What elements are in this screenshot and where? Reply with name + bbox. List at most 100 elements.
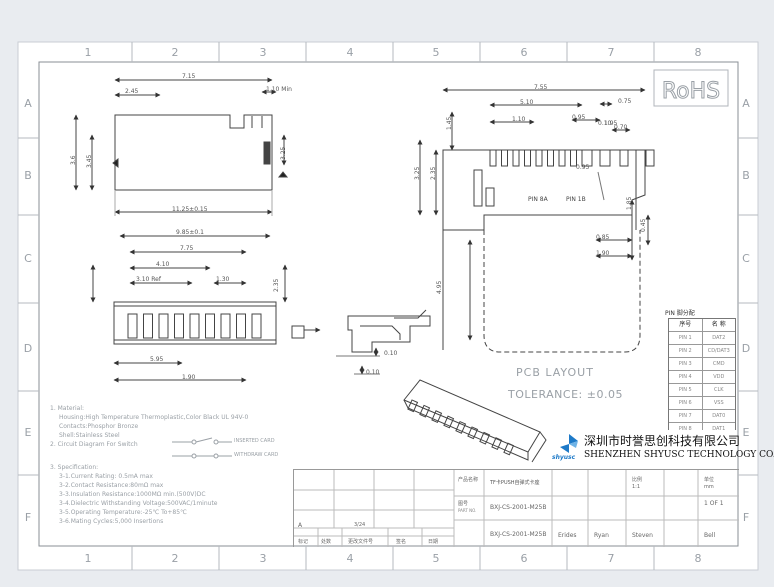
notes-block: 1. Material: Housing:High Temperature Th… <box>50 404 300 449</box>
pcb-pad-shell <box>645 149 655 167</box>
header-date: 日期 <box>428 539 439 545</box>
pin-table-row: PIN 1 DAT2 <box>669 332 735 345</box>
pin-number: PIN 7 <box>669 410 703 422</box>
zone-col-5-top: 5 <box>433 46 440 59</box>
dim-left-15: 5.95 <box>150 356 164 363</box>
company-logo-icon <box>560 434 578 453</box>
pin-number: 序号 <box>669 319 703 331</box>
pin-name: VDD <box>713 374 725 380</box>
pcb-pad <box>535 149 543 167</box>
pin-number: PIN 2 <box>669 345 703 357</box>
drawn-by: Erides <box>558 532 577 539</box>
dim-right-3: 0.75 <box>618 98 632 105</box>
iso-view <box>403 379 547 463</box>
pin-number: PIN 1 <box>669 332 703 344</box>
zone-col-7-top: 7 <box>608 46 615 59</box>
part-number-2: BXJ-CS-2001-M25B <box>490 531 547 538</box>
pin-number: PIN 6 <box>669 397 703 409</box>
spec-block: 3. Specification: 3-1.Current Rating: 0.… <box>50 463 300 526</box>
iso-slot <box>503 442 515 456</box>
iso-slot <box>431 410 443 424</box>
pcb-layout-title: PCB LAYOUT <box>516 366 594 379</box>
company-logo-text: shyusc <box>552 454 576 461</box>
dim-left-9: 4.10 <box>156 261 170 268</box>
zone-col-4-bottom: 4 <box>347 552 354 565</box>
dim-left-13: 0.10 <box>384 350 398 357</box>
part-number: BXJ-CS-2001-M25B <box>490 504 547 511</box>
dim-left-8: 7.75 <box>180 245 194 252</box>
front-contact-slot <box>251 313 262 339</box>
zone-row-B-left: B <box>24 169 32 182</box>
pcb-pad <box>570 149 577 167</box>
zone-col-8-bottom: 8 <box>695 552 702 565</box>
pcb-pad-switch <box>599 149 611 167</box>
pcb-layout <box>417 87 655 353</box>
dim-left-10: 3.10 Ref <box>136 276 161 283</box>
zone-col-5-bottom: 5 <box>433 552 440 565</box>
dim-left-2: 1.10 Min <box>266 86 292 93</box>
zone-col-1-bottom: 1 <box>85 552 92 565</box>
header-sign: 签名 <box>396 539 407 545</box>
rev-a: A <box>298 522 303 529</box>
pin-name: DAT2 <box>712 335 726 341</box>
pin-label-8a: PIN 8A <box>528 196 548 203</box>
dim-left-5: 3.25 <box>280 146 287 160</box>
iso-slot <box>455 420 467 434</box>
scale-label: 比例 <box>632 477 643 483</box>
front-contact-slot <box>236 313 246 339</box>
iso-slot <box>419 404 431 418</box>
dim-right-4: 0.95 <box>572 114 586 121</box>
zone-row-A-left: A <box>24 97 32 110</box>
iso-slot <box>467 426 479 440</box>
zone-col-3-top: 3 <box>260 46 267 59</box>
spec-line: 3-6.Mating Cycles:5,000 Insertions <box>59 518 164 525</box>
pcb-pad <box>501 149 508 167</box>
front-contact-slot <box>158 313 169 339</box>
pin-name: VSS <box>713 400 724 406</box>
zone-col-2-bottom: 2 <box>172 552 179 565</box>
front-contact-slot <box>189 313 200 339</box>
notes-spec-heading: 3. Specification: <box>50 464 99 471</box>
dim-left-3: 3.6 <box>70 155 77 165</box>
dim-left-6: 11.25±0.15 <box>172 206 208 213</box>
pin-name: DAT0 <box>712 413 726 419</box>
spec-line: 3-3.Insulation Resistance:1000MΩ min.(50… <box>59 491 206 498</box>
pcb-pad <box>512 149 520 167</box>
dim-right-15: 0.10 <box>598 120 612 127</box>
pcb-pad <box>558 149 566 167</box>
dim-right-7: 4.95 <box>436 280 443 294</box>
spec-line: 3-4.Dielectric Withstanding Voltage:500V… <box>59 500 218 507</box>
zone-row-E-left: E <box>25 426 32 439</box>
zone-row-D-right: D <box>742 342 750 355</box>
zone-col-7-bottom: 7 <box>608 552 615 565</box>
pin-table-header: 序号名 称 <box>669 319 735 332</box>
material-line: Shell:Stainless Steel <box>59 432 120 439</box>
dim-right-0: 7.55 <box>534 84 548 91</box>
top-view <box>73 77 289 216</box>
switch-label-inserted: INSERTED CARD <box>234 438 275 444</box>
zone-row-A-right: A <box>742 97 750 110</box>
zone-col-8-top: 8 <box>695 46 702 59</box>
unit-label: 单位 <box>704 477 715 483</box>
dim-right-12: 1.90 <box>596 250 610 257</box>
dim-right-2: 1.10 <box>512 116 526 123</box>
switch-symbol <box>172 437 232 459</box>
front-contact-slot <box>127 313 138 339</box>
dim-left-12: 2.35 <box>273 278 280 292</box>
dim-right-13: 0.45 <box>640 218 647 232</box>
pin-number: PIN 3 <box>669 358 703 370</box>
header-mark: 标记 <box>298 539 309 545</box>
dim-right-8: 1.45 <box>446 116 453 130</box>
pin-table-row: PIN 6 VSS <box>669 397 735 410</box>
approved-by: Steven <box>632 532 653 539</box>
iso-slot <box>443 415 455 429</box>
pin-table-title: PIN 脚分配 <box>665 310 695 317</box>
title-block: A 3/24 标记 处数 更改文件号 签名 日期 产品名称 TF卡PUSH自弹式… <box>293 469 739 547</box>
checked-by: Ryan <box>594 532 609 539</box>
pcb-pad-switch <box>581 149 593 167</box>
unit-value: mm <box>704 484 714 490</box>
